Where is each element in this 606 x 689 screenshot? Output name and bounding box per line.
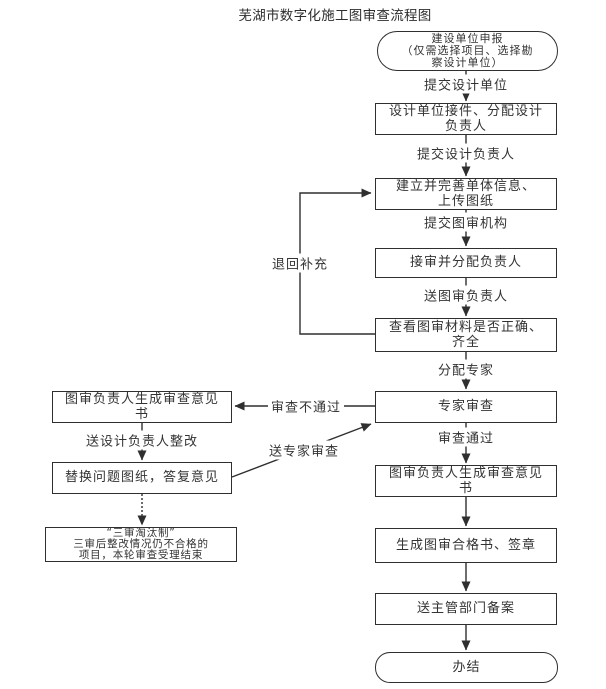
node-expert-review: 专家审查 — [375, 391, 557, 423]
page-title: 芜湖市数字化施工图审查流程图 — [238, 8, 432, 24]
node-generate-certificate: 生成图审合格书、签章 — [375, 528, 557, 563]
edge-label-send-expert-review: 送专家审查 — [265, 440, 343, 460]
node-accept-assign-lead: 接审并分配负责人 — [375, 248, 557, 278]
edge-label-return-supplement: 退回补充 — [268, 253, 332, 273]
edge-label-send-review-lead: 送图审负责人 — [420, 285, 512, 305]
edge-label-submit-design-lead: 提交设计负责人 — [413, 143, 519, 163]
edge-label-submit-review-org: 提交图审机构 — [420, 212, 512, 232]
edge-label-assign-experts: 分配专家 — [434, 359, 498, 379]
node-end: 办结 — [375, 652, 558, 683]
node-review-opinion-right: 图审负责人生成审查意见 书 — [375, 465, 557, 497]
node-check-materials: 查看图审材料是否正确、 齐全 — [375, 318, 557, 352]
node-replace-drawings: 替换问题图纸，答复意见 — [52, 462, 232, 494]
node-create-unit-info: 建立并完善单体信息、 上传图纸 — [375, 178, 557, 210]
node-start: 建设单位申报 （仅需选择项目、选择勘 察设计单位） — [377, 31, 558, 71]
node-send-filing: 送主管部门备案 — [375, 593, 557, 625]
node-review-opinion-left: 图审负责人生成审查意见 书 — [52, 391, 232, 423]
edge-label-review-failed: 审查不通过 — [267, 396, 345, 416]
edge-label-review-passed: 审查通过 — [434, 427, 498, 447]
edge-label-submit-design-unit: 提交设计单位 — [420, 74, 512, 94]
edge-label-send-design-lead-rectify: 送设计负责人整改 — [82, 430, 202, 450]
node-design-unit-accept: 设计单位接件、分配设计 负责人 — [375, 103, 557, 135]
node-three-review-elimination: “三审淘汰制” 三审后整改情况仍不合格的 项目，本轮审查受理结束 — [45, 527, 237, 562]
